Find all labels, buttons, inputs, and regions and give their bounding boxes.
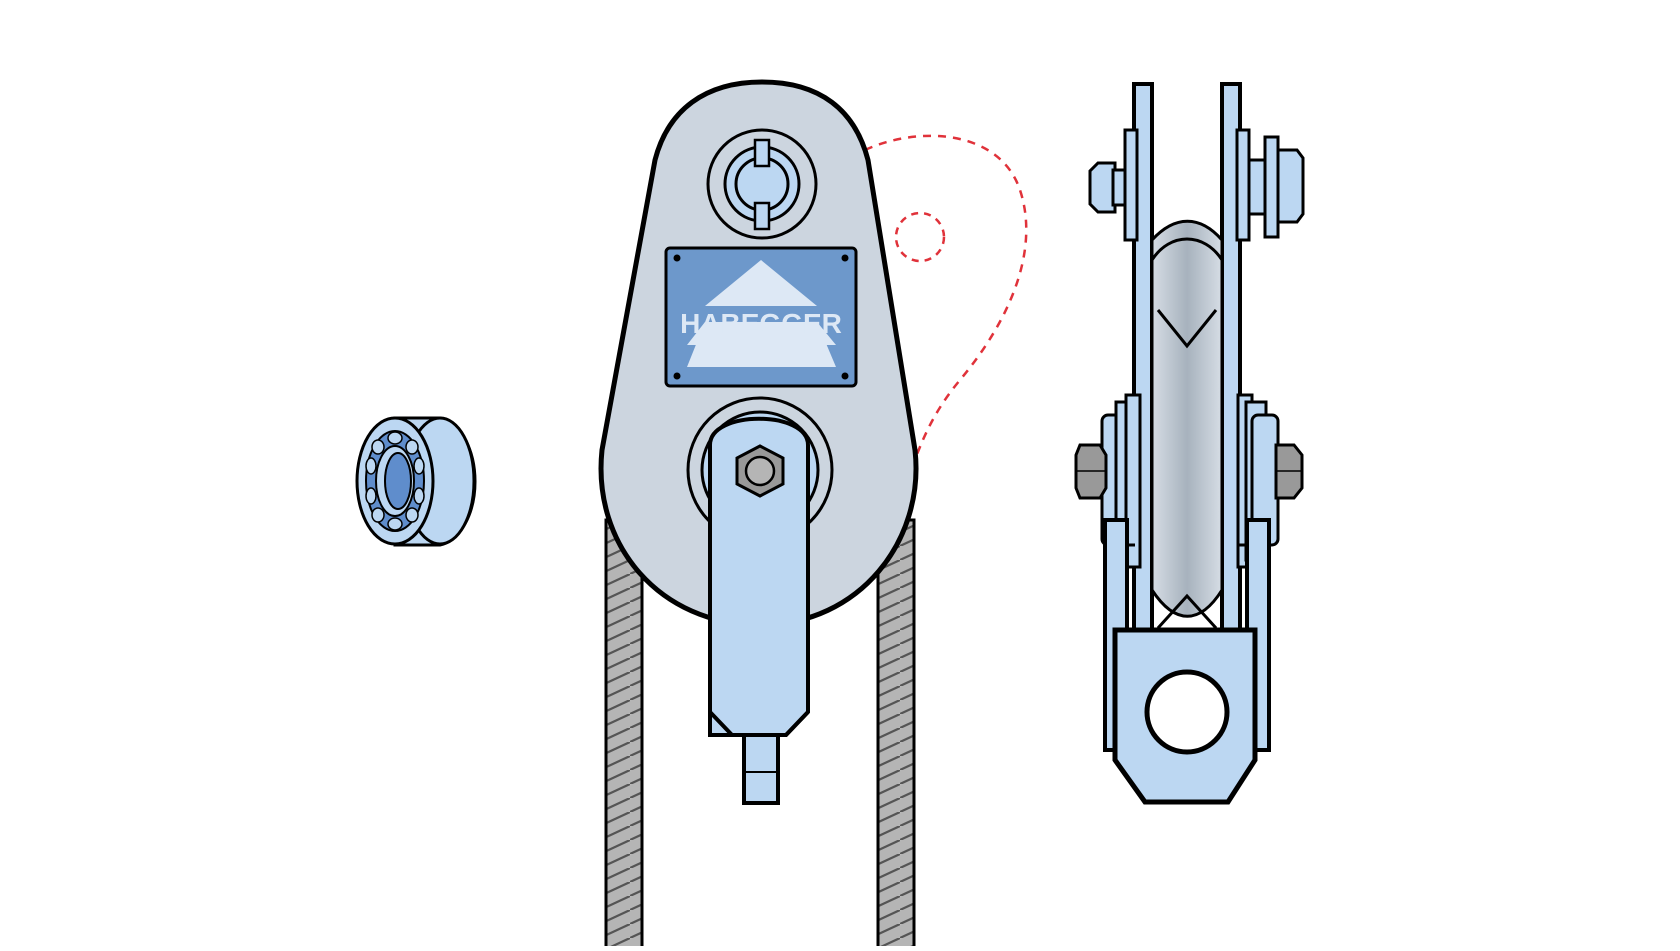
hanger-plate — [708, 416, 810, 805]
top-axle — [1088, 135, 1305, 239]
pulley-block-side — [1074, 82, 1305, 805]
top-pin — [706, 128, 818, 240]
pulley-block-front: HABEGGER — [598, 79, 919, 805]
bottom-shackle — [1112, 627, 1258, 805]
logo-triangle-top — [705, 260, 817, 306]
ball-bearing — [355, 416, 477, 547]
logo-triangle-bottom — [687, 322, 836, 367]
name-plate: HABEGGER — [664, 246, 858, 388]
brand-text: HABEGGER — [680, 308, 842, 339]
swing-side-plate-path — [864, 134, 1028, 491]
hex-nut — [735, 444, 785, 498]
wire-rope — [604, 518, 916, 951]
